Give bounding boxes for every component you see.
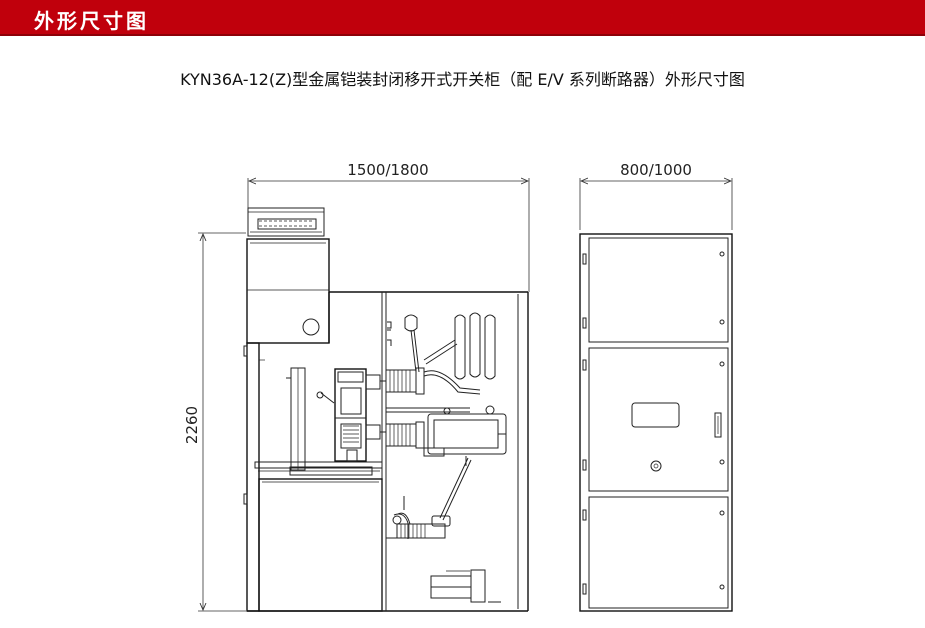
height-dimension: 2260 — [183, 232, 246, 612]
section-title: 外形尺寸图 — [34, 9, 149, 33]
front-outline — [579, 233, 733, 612]
width-dimension-label: 1500/1800 — [347, 161, 428, 179]
breaker-compartment — [254, 367, 386, 476]
cable-compartment — [258, 457, 501, 612]
depth-dimension: 800/1000 — [579, 161, 733, 230]
observation-window — [631, 402, 680, 428]
front-view-cabinet: 800/1000 — [579, 161, 733, 612]
height-dimension-label: 2260 — [183, 406, 201, 444]
section-view-cabinet: 1500/1800 2260 — [183, 161, 530, 612]
instrument-compartment — [246, 207, 330, 344]
middle-door — [588, 347, 729, 492]
lower-door — [588, 496, 729, 609]
contact-boxes — [385, 367, 470, 449]
current-transformer — [423, 413, 507, 466]
drawing-caption: KYN36A-12(Z)型金属铠装封闭移开式开关柜（配 E/V 系列断路器）外形… — [180, 70, 745, 89]
width-dimension: 1500/1800 — [247, 161, 530, 292]
depth-dimension-label: 800/1000 — [620, 161, 692, 179]
door-handle — [714, 412, 722, 438]
section-header-bar: 外形尺寸图 — [0, 0, 925, 36]
upper-door — [588, 237, 729, 343]
door-hinges — [582, 253, 587, 595]
busbar-compartment — [387, 312, 496, 415]
operating-hole — [650, 460, 662, 472]
